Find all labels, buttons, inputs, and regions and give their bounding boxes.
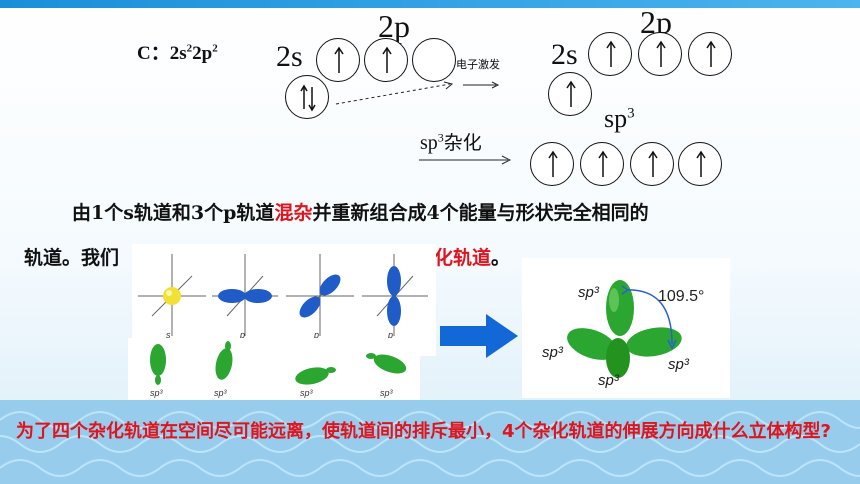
sp3-lobes-panel: sp³ sp³ sp³ sp³ (128, 338, 420, 404)
sp3-tetrahedral-figure (567, 280, 682, 378)
sp3-level-label: sp3 (604, 104, 635, 133)
orbital-2p-right-1 (588, 32, 632, 76)
question-text: 为了四个杂化轨道在空间尽可能远离，使轨道间的排斥最小，4个杂化轨道的伸展方向成什… (16, 421, 831, 442)
top-accent-bar (0, 0, 860, 8)
paragraph-line-1: 由1个s轨道和3个p轨道混杂并重新组合成4个能量与形状完全相同的 (72, 202, 649, 224)
paragraph-line-2-end: 化轨道。 (434, 247, 511, 269)
up-arrow-icon (656, 40, 666, 67)
up-arrow-icon (696, 150, 706, 177)
sp3-label-4: sp³ (380, 388, 393, 398)
hybridization-label: sp3杂化 (420, 130, 482, 154)
sp3-label-2: sp³ (214, 388, 227, 398)
orbital-label-p1: p (240, 330, 246, 340)
result-sp3-label-bottom: sp³ (598, 372, 619, 389)
orbital-sp3-1 (530, 142, 574, 186)
wave-pattern-background (0, 400, 860, 484)
result-sp3-label-right: sp³ (668, 356, 689, 373)
result-sp3-label-left: sp³ (542, 344, 563, 361)
paragraph-line-2-start: 轨道。我们 (24, 247, 120, 269)
orbital-label-p2: p (314, 330, 320, 340)
orbital-2p-left-1 (316, 38, 360, 82)
sp3-lobe-left (567, 328, 617, 360)
orbital-2s-right (548, 72, 592, 116)
orbital-shapes-panel: s p p p (132, 244, 436, 356)
up-arrow-icon (606, 40, 616, 67)
orbital-sp3-4 (678, 142, 722, 186)
excitation-dashed-arrow (335, 81, 454, 105)
big-right-arrow-icon (440, 314, 518, 358)
orbital-label-s: s (166, 330, 171, 340)
sp3-label-3: sp³ (300, 388, 313, 398)
orbital-2s-left (285, 75, 329, 119)
atomic-orbitals-figure (138, 254, 428, 336)
sp3-lobe-icon (215, 341, 233, 380)
orbital-2p-left-3 (412, 38, 456, 82)
sp3-lobe-down (606, 338, 630, 378)
sp3-lobe-icon (295, 367, 336, 385)
bond-angle-label: 109.5° (658, 288, 705, 305)
label-2s-left: 2s (276, 40, 303, 73)
orbital-sp3-2 (580, 142, 624, 186)
px-orbital-icon (212, 254, 278, 336)
orbital-2p-right-2 (638, 32, 682, 76)
orbital-2p-left-2 (364, 38, 408, 82)
excitation-label: 电子激发 (456, 58, 500, 71)
paired-arrows-icon (300, 84, 316, 112)
result-sp3-label-top: sp³ (578, 284, 599, 301)
sp3-lobe-icon (150, 344, 166, 385)
up-arrow-icon (334, 46, 344, 73)
sp3-lobe-right (626, 327, 682, 357)
right-arrow-icon (463, 81, 500, 89)
sp3-hybrid-result-panel: sp³ sp³ sp³ sp³ 109.5° (522, 258, 730, 398)
sp3-lobe-up (606, 280, 634, 336)
up-arrow-icon (706, 40, 716, 67)
hybridization-arrow (419, 155, 512, 165)
orbital-2p-right-3 (688, 32, 732, 76)
label-2s-right: 2s (551, 38, 578, 71)
up-arrow-icon (598, 150, 608, 177)
up-arrow-icon (548, 150, 558, 177)
pz-orbital-icon (362, 254, 428, 336)
up-arrow-icon (566, 80, 576, 107)
sp3-lobe-icon (366, 353, 407, 374)
sp3-lobes-figure (150, 341, 407, 385)
s-orbital-icon (138, 254, 206, 336)
up-arrow-icon (382, 46, 392, 73)
orbital-label-p3: p (388, 330, 394, 340)
py-orbital-icon (286, 254, 354, 336)
orbital-sp3-3 (630, 142, 674, 186)
up-arrow-icon (648, 150, 658, 177)
electron-config-title: C：2s22p2 (137, 42, 218, 64)
sp3-label-1: sp³ (150, 388, 163, 398)
